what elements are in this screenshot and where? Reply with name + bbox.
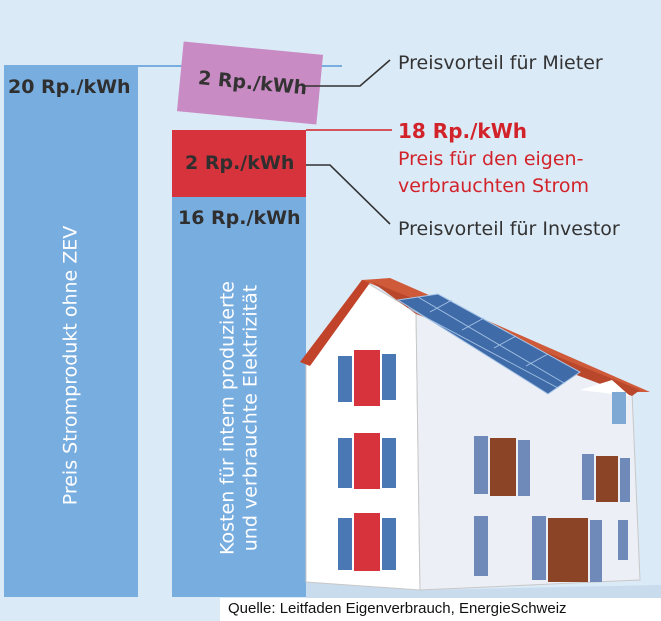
- solar-panels: [396, 293, 581, 395]
- reference-line-20: [4, 65, 342, 67]
- annotation-price-value: 18 Rp./kWh: [398, 119, 528, 143]
- source-caption-background: [220, 598, 661, 621]
- annotation-tenant-advantage: Preisvorteil für Mieter: [398, 52, 603, 74]
- annotation-price-line1: Preis für den eigen-: [398, 148, 584, 170]
- investor-advantage-value: 2 Rp./kWh: [185, 152, 295, 174]
- investor-advantage-block: [172, 130, 306, 197]
- bar-price-without-zev: [4, 66, 138, 597]
- bar-internal-cost-value: 16 Rp./kWh: [178, 207, 301, 229]
- connector-tenant: [304, 59, 391, 87]
- source-caption: Quelle: Leitfaden Eigenverbrauch, Energi…: [228, 600, 567, 617]
- connector-investor: [306, 164, 391, 225]
- annotation-investor-advantage: Preisvorteil für Investor: [398, 218, 620, 240]
- house-roof-edge: [300, 280, 372, 366]
- annotation-price-line2: verbrauchten Strom: [398, 175, 590, 197]
- bar-internal-cost: [172, 197, 306, 597]
- bar-price-without-zev-value: 20 Rp./kWh: [8, 76, 131, 98]
- side-windows: [474, 436, 630, 582]
- front-windows: [338, 350, 396, 571]
- chimney: [612, 392, 626, 424]
